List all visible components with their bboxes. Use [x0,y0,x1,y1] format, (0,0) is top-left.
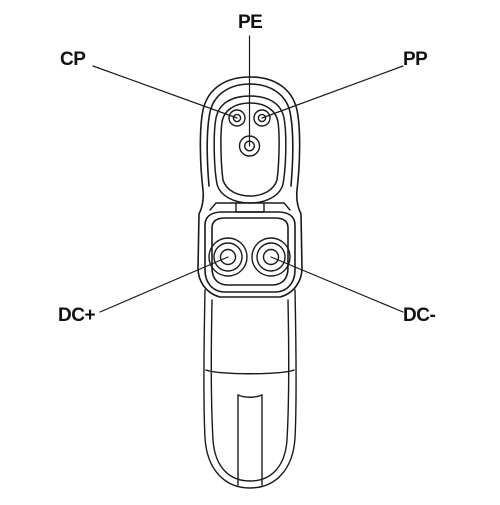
dc-minus-pin [251,237,291,277]
cp-pin [228,109,246,127]
latch-strip [209,202,291,213]
connector-handle [203,289,297,489]
dc-plus-label: DC+ [58,305,96,326]
pe-label: PE [238,12,263,33]
dc-socket-housing [204,211,296,293]
leader-lines [92,35,404,313]
pp-leader-line [261,65,404,119]
cp-label: CP [60,49,86,70]
pp-label: PP [403,49,428,70]
dc-minus-leader-line [270,256,404,313]
dc-plus-pin [208,237,248,277]
cp-leader-line [92,65,238,119]
pp-pin [253,109,271,127]
dc-minus-label: DC- [403,305,436,326]
connector-head [197,76,303,298]
dc-plus-leader-line [99,256,229,313]
